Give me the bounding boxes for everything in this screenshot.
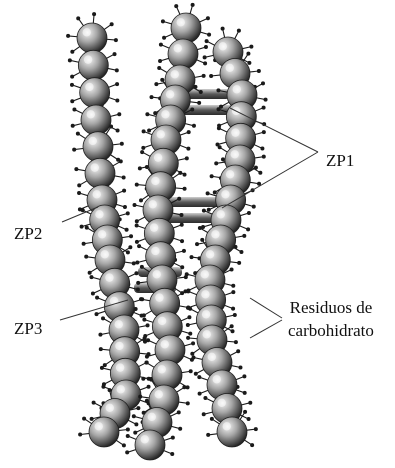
bead-highlight (151, 247, 159, 255)
bead-highlight (91, 163, 99, 171)
protein-bead (135, 430, 165, 460)
bead-highlight (149, 200, 157, 208)
bead-highlight (117, 385, 125, 393)
protein-bead (217, 417, 247, 447)
bead-highlight (148, 413, 156, 421)
protein-bead (168, 39, 198, 69)
protein-bead (171, 13, 201, 43)
bead-highlight (157, 130, 165, 138)
protein-bead (77, 23, 107, 53)
bead-highlight (98, 230, 106, 238)
protein-bead (80, 78, 110, 108)
bead-highlight (161, 110, 169, 118)
bead-highlight (233, 85, 241, 93)
bead-highlight (223, 422, 231, 430)
bead-highlight (231, 128, 239, 136)
bead-highlight (201, 270, 209, 278)
bead-highlight (211, 230, 219, 238)
bead-highlight (221, 190, 229, 198)
bead-highlight (116, 363, 124, 371)
bead-highlight (158, 365, 166, 373)
bead-highlight (219, 42, 227, 50)
bead-highlight (89, 137, 97, 145)
bead-highlight (85, 83, 93, 91)
bead-highlight (95, 210, 103, 218)
bead-highlight (84, 55, 92, 63)
carbohydrate-residues-label: Residuos de carbohidrato (288, 296, 374, 342)
bead-highlight (202, 310, 210, 318)
carbohydrate-residues-label-line1: Residuos de (288, 296, 374, 319)
bead-highlight (155, 293, 163, 301)
bead-highlight (101, 250, 109, 258)
bead-highlight (93, 190, 101, 198)
zp-filament-strands (66, 3, 267, 460)
bead-highlight (213, 375, 221, 383)
bead-highlight (171, 70, 179, 78)
protein-bead (83, 132, 113, 162)
bead-highlight (218, 399, 226, 407)
bead-highlight (166, 90, 174, 98)
zp2-label: ZP2 (14, 225, 42, 242)
bead-highlight (203, 330, 211, 338)
residuos-leader-line (250, 320, 282, 338)
bead-highlight (226, 170, 234, 178)
bead-highlight (226, 64, 234, 72)
bead-highlight (105, 273, 113, 281)
zp1-crosslink-bar (186, 89, 230, 99)
bead-highlight (87, 110, 95, 118)
bead-highlight (161, 340, 169, 348)
bead-highlight (151, 177, 159, 185)
carbohydrate-residues-label-line2: carbohidrato (288, 319, 374, 342)
protein-bead (85, 158, 115, 188)
bead-highlight (154, 153, 162, 161)
bead-highlight (231, 150, 239, 158)
bead-highlight (115, 320, 123, 328)
bead-highlight (150, 223, 158, 231)
protein-bead (78, 50, 108, 80)
zp1-label: ZP1 (326, 152, 354, 169)
bead-highlight (115, 342, 123, 350)
bead-highlight (177, 18, 185, 26)
bead-highlight (158, 317, 166, 325)
bead-highlight (95, 422, 103, 430)
bead-highlight (141, 435, 149, 443)
strand-left (66, 12, 151, 447)
protein-bead (89, 417, 119, 447)
bead-highlight (106, 404, 114, 412)
bead-highlight (153, 270, 161, 278)
zp3-label: ZP3 (14, 320, 42, 337)
bead-highlight (201, 290, 209, 298)
bead-highlight (174, 44, 182, 52)
bead-highlight (208, 353, 216, 361)
residuos-leader-line (250, 298, 282, 318)
bead-highlight (217, 210, 225, 218)
bead-highlight (206, 250, 214, 258)
protein-bead (81, 105, 111, 135)
bead-highlight (155, 390, 163, 398)
bead-highlight (83, 28, 91, 36)
